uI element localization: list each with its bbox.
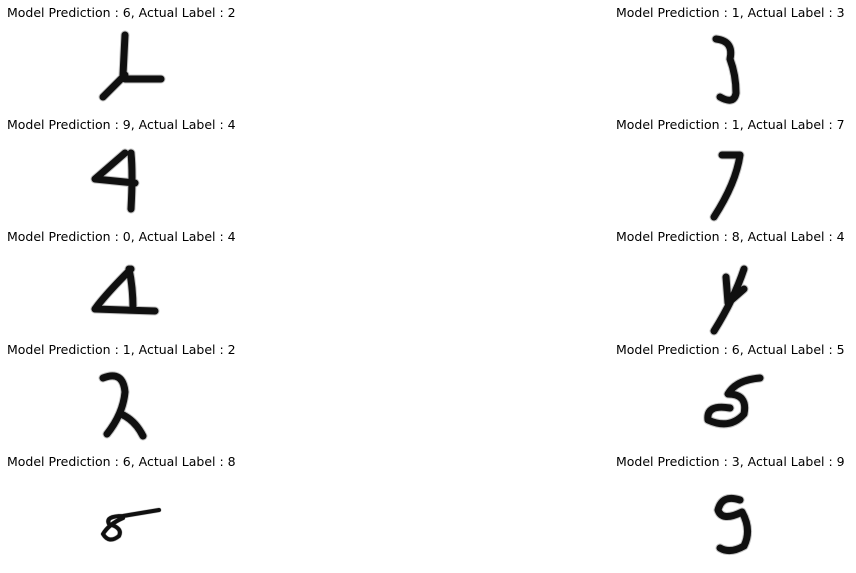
prediction-panel: Model Prediction : 3, Actual Label : 9 — [616, 455, 856, 567]
prediction-panel: Model Prediction : 9, Actual Label : 4 — [7, 118, 247, 230]
digit-image — [90, 143, 179, 227]
panel-title: Model Prediction : 6, Actual Label : 8 — [7, 454, 236, 469]
prediction-panel: Model Prediction : 6, Actual Label : 2 — [7, 6, 247, 118]
digit-image — [700, 143, 784, 227]
panel-title: Model Prediction : 1, Actual Label : 3 — [616, 5, 845, 20]
panel-title: Model Prediction : 9, Actual Label : 4 — [7, 117, 236, 132]
prediction-panel: Model Prediction : 6, Actual Label : 5 — [616, 343, 856, 455]
prediction-panel: Model Prediction : 8, Actual Label : 4 — [616, 230, 856, 342]
panel-title: Model Prediction : 3, Actual Label : 9 — [616, 454, 845, 469]
panel-title: Model Prediction : 6, Actual Label : 2 — [7, 5, 236, 20]
digit-image — [95, 480, 179, 564]
digit-image — [700, 31, 784, 115]
digit-image — [90, 255, 179, 339]
prediction-panel: Model Prediction : 1, Actual Label : 2 — [7, 343, 247, 455]
digit-image — [700, 480, 784, 564]
panel-title: Model Prediction : 1, Actual Label : 2 — [7, 342, 236, 357]
prediction-panel: Model Prediction : 1, Actual Label : 7 — [616, 118, 856, 230]
panel-title: Model Prediction : 8, Actual Label : 4 — [616, 229, 845, 244]
digit-image — [700, 255, 784, 339]
panel-title: Model Prediction : 6, Actual Label : 5 — [616, 342, 845, 357]
panel-title: Model Prediction : 1, Actual Label : 7 — [616, 117, 845, 132]
prediction-panel: Model Prediction : 1, Actual Label : 3 — [616, 6, 856, 118]
panel-title: Model Prediction : 0, Actual Label : 4 — [7, 229, 236, 244]
digit-image — [700, 368, 784, 452]
prediction-panel: Model Prediction : 6, Actual Label : 8 — [7, 455, 247, 567]
prediction-panel: Model Prediction : 0, Actual Label : 4 — [7, 230, 247, 342]
digit-image — [95, 368, 179, 452]
digit-image — [95, 30, 179, 115]
